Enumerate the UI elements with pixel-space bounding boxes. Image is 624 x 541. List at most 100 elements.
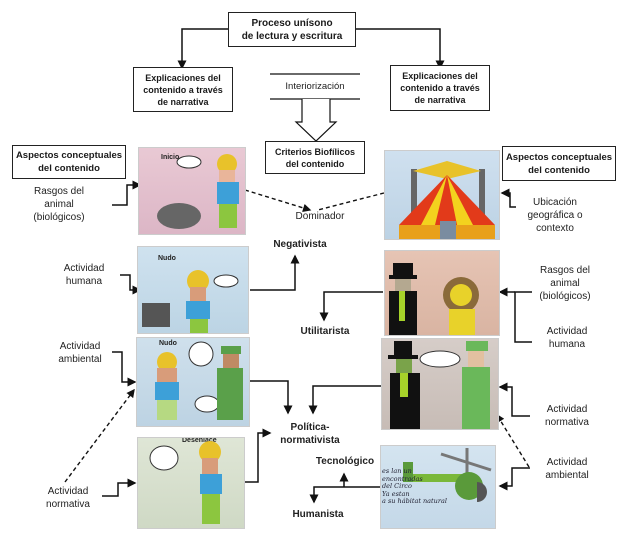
- right-explain-line1: Explicaciones del: [402, 71, 478, 81]
- left-aspects-box: Aspectos conceptuales del contenido: [12, 145, 126, 179]
- elephant-child-drawing: [142, 270, 239, 333]
- dashed-ambiental-to-normativa: [496, 413, 530, 468]
- right-normativa-l2: normativa: [545, 417, 589, 428]
- drawing-panel-desenlace: Desenlace: [137, 437, 245, 529]
- right-ubicacion-l1: Ubicación: [533, 197, 577, 208]
- left-label-normativa: Actividad normativa: [38, 485, 98, 511]
- right-ubicacion-l2: geográfica o: [527, 210, 583, 221]
- right-humana-l1: Actividad: [546, 326, 588, 337]
- ringmaster-lion-drawing: [389, 263, 479, 335]
- right-ambiental-l1: Actividad: [546, 457, 588, 468]
- left-explain-line1: Explicaciones del: [145, 72, 221, 83]
- drawing-panel-helicopter: es lan un encontradas del Circo Ya estan…: [380, 445, 496, 529]
- criteria-line2: del contenido: [285, 158, 345, 169]
- left-ambiental-l1: Actividad: [59, 341, 101, 352]
- arrow-ubicacion: [500, 188, 516, 208]
- dashed-circus-dominador: [317, 192, 385, 211]
- left-aspects-line2: del contenido: [38, 163, 100, 174]
- process-box: Proceso unísono de lectura y escritura: [228, 12, 356, 47]
- panel-title: Nudo: [158, 255, 176, 262]
- left-explanation-box: Explicaciones del contenido a través de …: [133, 67, 233, 112]
- criteria-line1: Criterios Biofílicos: [274, 146, 355, 157]
- left-label-humana: Actividad humana: [54, 262, 114, 288]
- right-aspects-line1: Aspectos conceptuales: [505, 151, 613, 163]
- child-alone-drawing: [149, 441, 222, 524]
- right-label-ubicacion: Ubicación geográfica o contexto: [520, 196, 590, 235]
- hw-line: del Circo: [382, 482, 412, 490]
- criterion-tecnologico: Tecnológico: [315, 456, 375, 467]
- ringmaster-guard-drawing: [388, 341, 490, 429]
- drawing-panel-ringmaster-lion: [384, 250, 500, 336]
- hw-line: encontradas: [382, 474, 423, 483]
- left-humana-l2: humana: [65, 276, 103, 287]
- process-line1: Proceso unísono: [251, 17, 333, 29]
- right-explain-line3: de narrativa: [414, 95, 466, 105]
- arrow-top-left: [177, 28, 228, 70]
- right-rasgos-l3: (biológicos): [539, 291, 591, 302]
- rhino-child-drawing: [157, 154, 239, 229]
- drawing-panel-circus: [384, 150, 500, 240]
- right-label-rasgos: Rasgos del animal (biológicos): [530, 264, 600, 303]
- left-explain-line2: contenido a través: [143, 84, 223, 95]
- hw-line: Ya estan: [382, 489, 410, 498]
- left-ambiental-l2: ambiental: [58, 354, 102, 365]
- drawing-panel-ringmaster-guard: [381, 338, 499, 430]
- arrow-humanista: [309, 486, 380, 504]
- child-guard-drawing: [155, 341, 243, 420]
- right-normativa-l1: Actividad: [546, 404, 588, 415]
- right-ubicacion-l3: contexto: [536, 223, 574, 234]
- criterion-dominador: Dominador: [295, 211, 345, 222]
- right-aspects-line2: del contenido: [528, 164, 590, 176]
- hw-line: es lan un: [382, 467, 412, 475]
- dashed-inicio-dominador: [244, 189, 312, 212]
- right-label-ambiental: Actividad ambiental: [537, 456, 597, 482]
- interiorization-label: Interiorización: [285, 81, 345, 92]
- arrow-normativa-left: [102, 478, 137, 497]
- criterion-negativista: Negativista: [273, 239, 327, 250]
- arrow-ambiental-left: [112, 351, 137, 387]
- left-aspects-line1: Aspectos conceptuales: [15, 150, 123, 161]
- process-line2: de lectura y escritura: [241, 30, 343, 42]
- arrow-desenlace-politica: [245, 428, 272, 483]
- panel-title: Desenlace: [182, 437, 217, 444]
- arrow-rasgos-left: [112, 180, 142, 206]
- helicopter-drawing: [403, 448, 492, 502]
- left-label-rasgos: Rasgos del animal (biológicos): [24, 185, 94, 224]
- left-normativa-l1: Actividad: [47, 486, 89, 497]
- helicopter-handwritten-text: es lan un encontradas del Circo Ya estan…: [382, 467, 447, 506]
- criterion-politica: Política- normativista: [275, 421, 345, 447]
- left-rasgos-l1: Rasgos del: [33, 186, 85, 197]
- drawing-panel-nudo-2: Nudo: [136, 337, 250, 427]
- circus-tent-drawing: [399, 161, 495, 239]
- right-rasgos-l1: Rasgos del: [539, 265, 591, 276]
- left-label-ambiental: Actividad ambiental: [50, 340, 110, 366]
- politica-l2: normativista: [280, 435, 340, 446]
- arrow-ambiental-right: [498, 467, 530, 491]
- right-label-normativa: Actividad normativa: [537, 403, 597, 429]
- left-normativa-l2: normativa: [46, 499, 90, 510]
- right-explanation-box: Explicaciones del contenido a través de …: [390, 65, 490, 111]
- criteria-box: Criterios Biofílicos del contenido: [265, 141, 365, 174]
- dashed-normativa-to-ambiental: [64, 388, 135, 483]
- criterion-utilitarista: Utilitarista: [300, 326, 350, 337]
- drawing-panel-nudo-1: Nudo: [137, 246, 249, 334]
- politica-l1: Política-: [290, 422, 330, 433]
- left-rasgos-l2: animal: [44, 199, 74, 210]
- arrow-negativista: [250, 254, 300, 291]
- arrow-humana-left: [120, 274, 142, 295]
- arrow-top-right: [356, 28, 445, 70]
- arrow-politica-right: [308, 385, 383, 415]
- right-aspects-box: Aspectos conceptuales del contenido: [502, 146, 616, 181]
- arrow-utilitarista: [319, 291, 383, 322]
- right-rasgos-l2: animal: [550, 278, 580, 289]
- bracket-rasgos-humana: [514, 291, 532, 343]
- right-humana-l2: humana: [548, 339, 586, 350]
- panel-title: Inicio: [161, 154, 180, 161]
- panel-title: Nudo: [159, 340, 177, 347]
- criterion-humanista: Humanista: [292, 509, 344, 520]
- arrow-politica-left: [250, 380, 293, 415]
- left-rasgos-l3: (biológicos): [33, 212, 85, 223]
- arrow-normativa-right: [498, 382, 530, 417]
- hw-line: a su hábitat natural: [382, 497, 447, 505]
